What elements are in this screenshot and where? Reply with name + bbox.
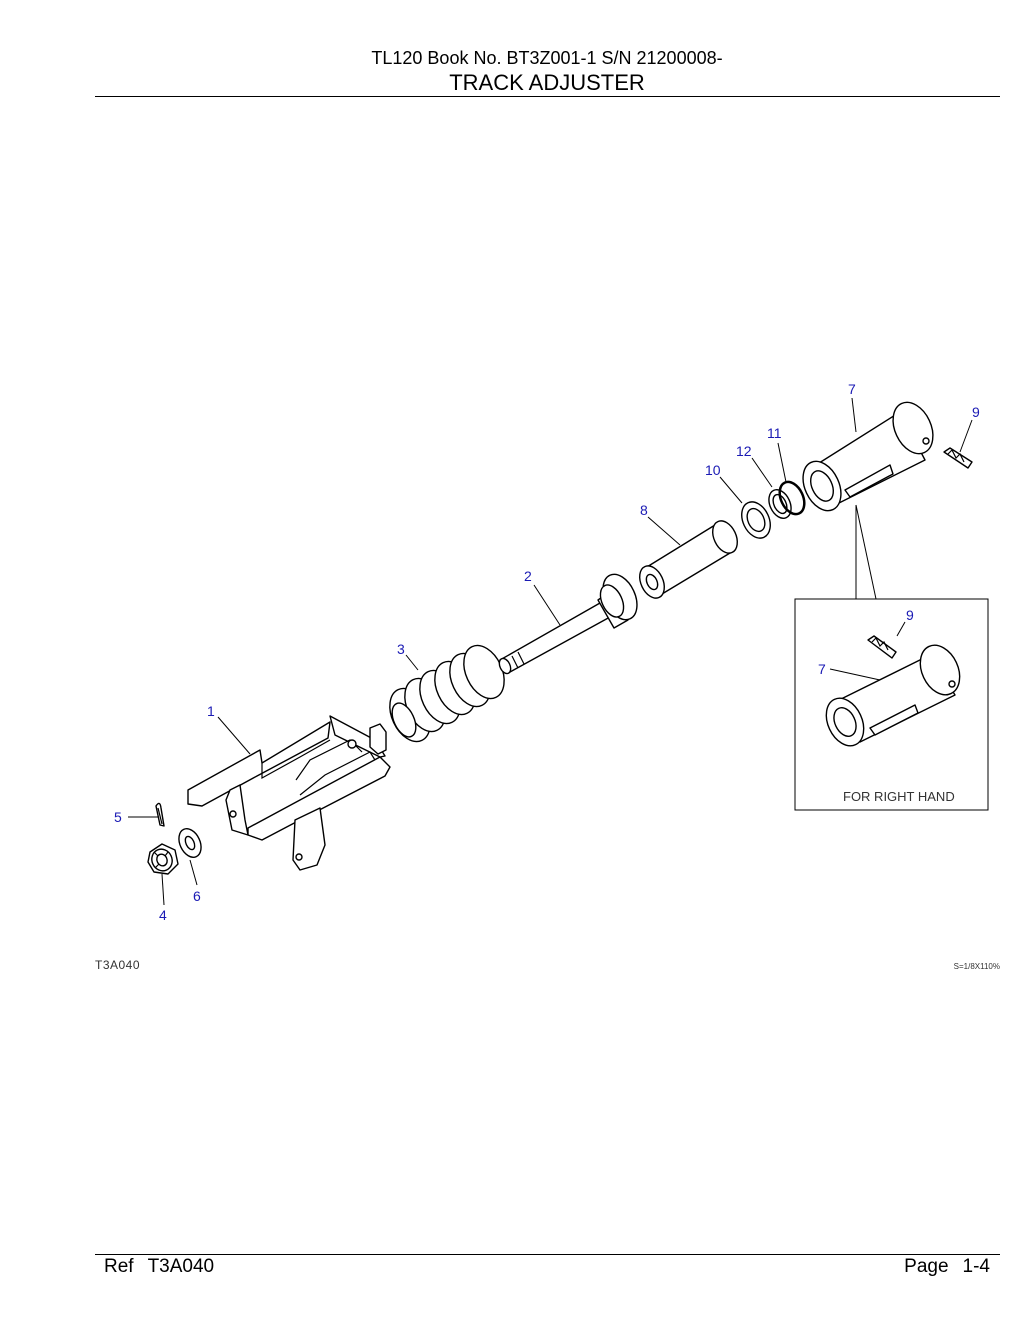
part-packing xyxy=(768,489,792,519)
callout-4: 4 xyxy=(159,907,167,923)
part-frame-bracket xyxy=(187,715,391,871)
scale-note: S=1/8X110% xyxy=(953,962,1000,971)
part-rod xyxy=(498,573,638,675)
inset-grease-fitting xyxy=(867,635,897,659)
part-cylinder xyxy=(802,401,934,512)
page-label: Page xyxy=(904,1256,949,1277)
inset-label: FOR RIGHT HAND xyxy=(843,789,955,804)
footer-rule xyxy=(95,1254,1000,1255)
header-rule xyxy=(95,96,1000,97)
callout-9: 9 xyxy=(972,404,980,420)
inset-cylinder xyxy=(825,644,961,747)
inset-callout-9: 9 xyxy=(906,607,914,623)
callout-8: 8 xyxy=(640,502,648,518)
figure-id: T3A040 xyxy=(95,958,141,972)
callout-3: 3 xyxy=(397,641,405,657)
part-spring xyxy=(389,644,505,743)
ref-value: T3A040 xyxy=(147,1256,215,1277)
part-snap-ring xyxy=(778,480,806,516)
callout-1: 1 xyxy=(207,703,215,719)
callout-5: 5 xyxy=(114,809,122,825)
inset-callout-7: 7 xyxy=(818,661,826,677)
callout-12: 12 xyxy=(736,443,752,459)
callout-2: 2 xyxy=(524,568,532,584)
footer-ref: Ref T3A040 xyxy=(104,1256,228,1278)
ref-label: Ref xyxy=(104,1256,134,1277)
part-sleeve xyxy=(639,520,738,599)
part-cotter-pin xyxy=(155,802,165,827)
page-value: 1-4 xyxy=(962,1256,990,1277)
part-castle-nut xyxy=(147,843,179,875)
callout-6: 6 xyxy=(193,888,201,904)
footer-page: Page 1-4 xyxy=(904,1256,990,1278)
part-seal-ring xyxy=(741,501,771,539)
page-title: TRACK ADJUSTER xyxy=(449,70,645,95)
callout-10: 10 xyxy=(705,462,721,478)
book-number-line: TL120 Book No. BT3Z001-1 S/N 21200008- xyxy=(371,48,723,68)
inset-right-hand: FOR RIGHT HAND 9 7 xyxy=(794,504,989,811)
callout-11: 11 xyxy=(767,425,782,441)
part-grease-fitting xyxy=(943,447,973,469)
leader-lines xyxy=(128,397,973,906)
callout-7: 7 xyxy=(848,381,856,397)
part-washer xyxy=(178,828,202,858)
